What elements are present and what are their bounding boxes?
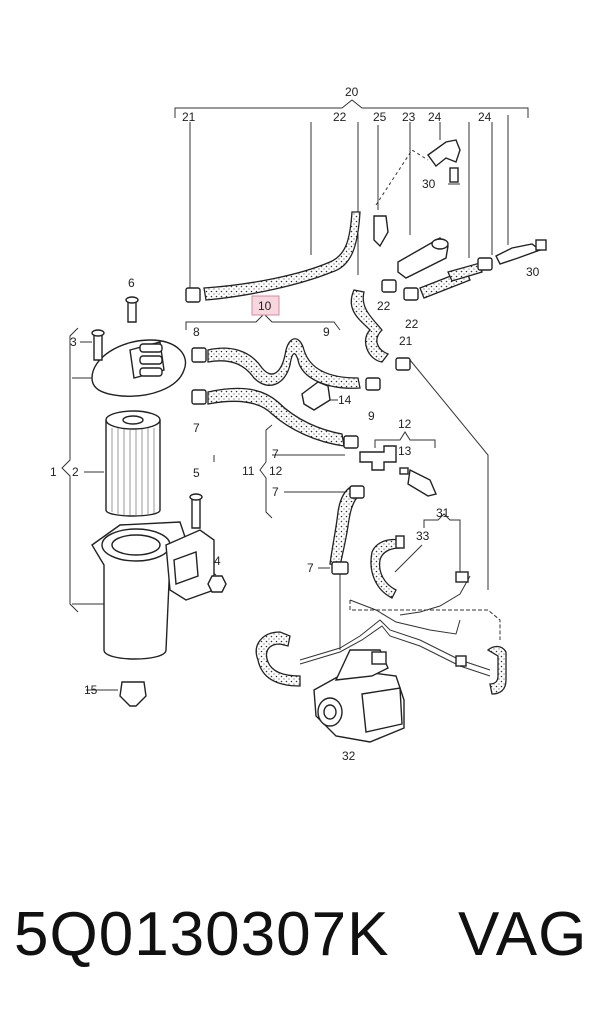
label-32: 32 bbox=[342, 749, 356, 763]
middle-fuel-hoses bbox=[207, 338, 361, 567]
label-22: 22 bbox=[377, 299, 391, 313]
label-12: 12 bbox=[269, 464, 283, 478]
label-31: 31 bbox=[436, 506, 450, 520]
label-6: 6 bbox=[128, 276, 135, 290]
middle-clamps bbox=[191, 347, 437, 575]
label-4: 4 bbox=[214, 554, 221, 568]
label-13: 13 bbox=[398, 444, 412, 458]
label-8: 8 bbox=[193, 325, 200, 339]
label-2: 2 bbox=[72, 465, 79, 479]
label-30: 30 bbox=[422, 177, 436, 191]
label-22: 22 bbox=[405, 317, 419, 331]
label-22: 22 bbox=[333, 110, 347, 124]
label-7: 7 bbox=[307, 561, 314, 575]
part-labels: 20 21 22 25 23 24 24 30 30 22 22 21 10 6… bbox=[50, 85, 540, 763]
label-25: 25 bbox=[373, 110, 387, 124]
label-5: 5 bbox=[193, 466, 200, 480]
label-12: 12 bbox=[398, 417, 412, 431]
label-7: 7 bbox=[272, 447, 279, 461]
fuel-system-diagram: 20 21 22 25 23 24 24 30 30 22 22 21 10 6… bbox=[50, 85, 547, 763]
leader-lines bbox=[61, 99, 529, 691]
label-15: 15 bbox=[84, 683, 98, 697]
label-23: 23 bbox=[402, 110, 416, 124]
pump-and-lines bbox=[255, 535, 507, 743]
label-9: 9 bbox=[323, 325, 330, 339]
brand-name: VAG bbox=[458, 900, 588, 969]
label-10: 10 bbox=[258, 299, 272, 313]
part-number: 5Q0130307K bbox=[14, 900, 390, 969]
upper-clamps bbox=[185, 139, 547, 371]
label-24: 24 bbox=[428, 110, 442, 124]
label-9: 9 bbox=[368, 409, 375, 423]
label-14: 14 bbox=[338, 393, 352, 407]
label-1: 1 bbox=[50, 465, 57, 479]
caption-bar: 5Q0130307K VAG bbox=[0, 890, 600, 990]
label-20: 20 bbox=[345, 85, 359, 99]
label-10-highlight bbox=[251, 295, 280, 316]
upper-fuel-hoses bbox=[203, 211, 483, 363]
label-7: 7 bbox=[272, 485, 279, 499]
label-30: 30 bbox=[526, 265, 540, 279]
label-33: 33 bbox=[416, 529, 430, 543]
label-24: 24 bbox=[478, 110, 492, 124]
label-7: 7 bbox=[193, 421, 200, 435]
fuel-filter-assembly bbox=[91, 296, 227, 707]
label-21: 21 bbox=[182, 110, 196, 124]
label-21: 21 bbox=[399, 334, 413, 348]
label-11: 11 bbox=[242, 464, 255, 478]
label-3: 3 bbox=[70, 335, 77, 349]
